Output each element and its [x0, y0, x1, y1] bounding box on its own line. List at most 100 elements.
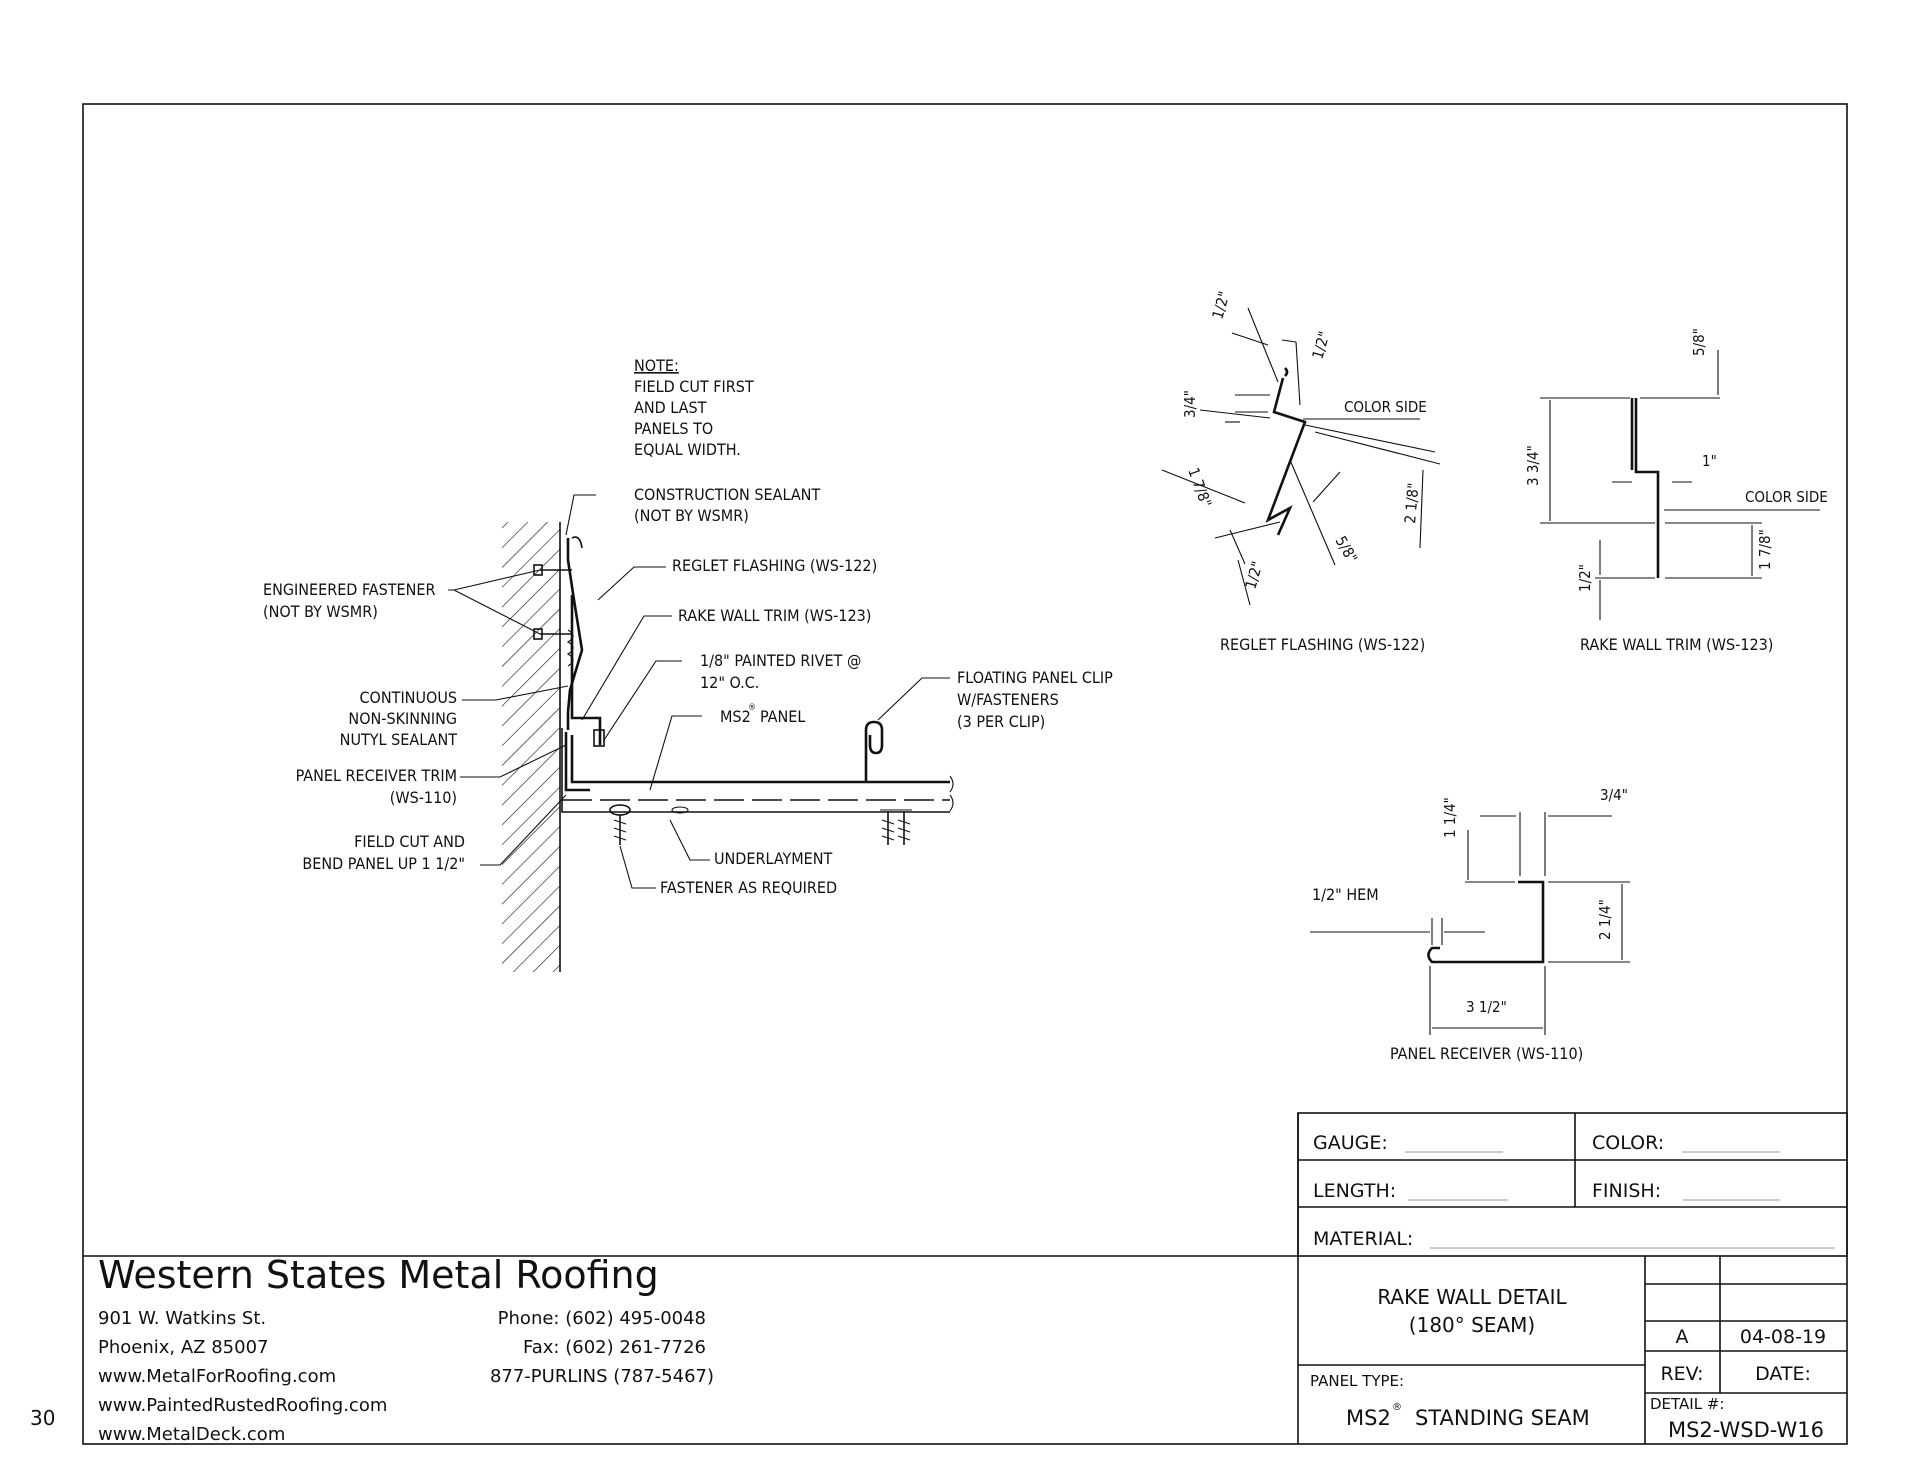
- label-engineered-fastener: ENGINEERED FASTENER: [263, 580, 436, 599]
- rake-dim-three-three-quarter: 3 3/4": [1524, 445, 1542, 486]
- label-panel-receiver-code: (WS-110): [390, 788, 457, 807]
- reglet-dim-two-eighth: 2 1/8": [1401, 482, 1422, 524]
- main-detail: NOTE: FIELD CUT FIRST AND LAST PANELS TO…: [263, 356, 1113, 972]
- reglet-dim-top-half: 1/2": [1209, 289, 1234, 321]
- reglet-dim-three-quarter: 3/4": [1181, 390, 1199, 418]
- label-engineered-fastener-note: (NOT BY WSMR): [263, 602, 378, 621]
- label-floating-clip-count: (3 PER CLIP): [957, 712, 1045, 731]
- label-fastener-required: FASTENER AS REQUIRED: [660, 878, 837, 897]
- label-floating-clip-fasteners: W/FASTENERS: [957, 690, 1059, 709]
- label-ms2-panel: MS2: [720, 707, 751, 726]
- note-line-4: EQUAL WIDTH.: [634, 440, 741, 459]
- panel-type-registered: ®: [1392, 1402, 1402, 1413]
- fastener-screw-3: [896, 809, 912, 845]
- fastener-screw-2: [880, 809, 896, 845]
- fields-block: GAUGE: COLOR: LENGTH: FINISH: MATERIAL:: [1297, 1112, 1848, 1257]
- receiver-hem: 1/2" HEM: [1312, 885, 1379, 904]
- sheet-border: [82, 103, 1848, 1445]
- label-ms2-panel-word: PANEL: [760, 707, 805, 726]
- label-reglet-flashing: REGLET FLASHING (WS-122): [672, 556, 877, 575]
- receiver-dim-one-quarter: 1 1/4": [1441, 797, 1459, 838]
- note-line-3: PANELS TO: [634, 419, 713, 438]
- label-sealant-type: NON-SKINNING: [348, 709, 457, 728]
- receiver-dim-three-half: 3 1/2": [1466, 998, 1507, 1016]
- note-line-1: FIELD CUT FIRST: [634, 377, 754, 396]
- reglet-color-side: COLOR SIDE: [1344, 398, 1427, 416]
- revision-value: A: [1676, 1326, 1689, 1348]
- company-block: Western States Metal Roofing 901 W. Watk…: [83, 1253, 1298, 1445]
- reglet-dim-one-seven-eighth: 1 7/8": [1184, 465, 1215, 509]
- label-rivet-spacing: 12" O.C.: [700, 673, 759, 692]
- rake-profile-title: RAKE WALL TRIM (WS-123): [1580, 635, 1773, 654]
- engineered-fastener-upper: [533, 564, 572, 576]
- receiver-profile-title: PANEL RECEIVER (WS-110): [1390, 1044, 1583, 1063]
- label-construction-sealant: CONSTRUCTION SEALANT: [634, 485, 820, 504]
- label-construction-sealant-note: (NOT BY WSMR): [634, 506, 749, 525]
- rake-dim-one-seven-eighth: 1 7/8": [1756, 529, 1774, 570]
- page-number: 30: [30, 1406, 55, 1430]
- company-address-1: 901 W. Watkins St.: [98, 1308, 266, 1329]
- label-rake-wall-trim: RAKE WALL TRIM (WS-123): [678, 606, 871, 625]
- reglet-profile: COLOR SIDE 1/2" 1/2" 3/4" 1 7/8" 2 1/8" …: [1161, 289, 1441, 654]
- fastener-screw-1: [609, 804, 631, 845]
- rake-wall-trim-shape: [570, 595, 602, 745]
- label-sealant: CONTINUOUS: [360, 688, 458, 707]
- company-tollfree: 877-PURLINS (787-5467): [490, 1366, 714, 1387]
- company-fax: Fax: (602) 261-7726: [523, 1337, 706, 1358]
- panel-receiver-shape: [564, 732, 590, 792]
- label-floating-clip: FLOATING PANEL CLIP: [957, 668, 1113, 687]
- panel-type-suffix: STANDING SEAM: [1415, 1406, 1590, 1430]
- company-web-1: www.MetalForRoofing.com: [98, 1366, 336, 1387]
- label-rivet: 1/8" PAINTED RIVET @: [700, 651, 861, 670]
- date-value: 04-08-19: [1740, 1326, 1826, 1348]
- reglet-profile-labels: COLOR SIDE 1/2" 1/2" 3/4" 1 7/8" 2 1/8" …: [1181, 289, 1427, 654]
- reglet-profile-shape: [1265, 377, 1307, 536]
- label-sealant-name: NUTYL SEALANT: [340, 730, 458, 749]
- field-color: COLOR:: [1592, 1132, 1664, 1154]
- panel-type-label: PANEL TYPE:: [1310, 1372, 1404, 1390]
- revision-label: REV:: [1660, 1363, 1703, 1385]
- reglet-dim-right-half: 1/2": [1309, 329, 1334, 361]
- date-label: DATE:: [1755, 1363, 1811, 1385]
- detail-number-label: DETAIL #:: [1650, 1395, 1724, 1413]
- rake-color-side: COLOR SIDE: [1745, 488, 1828, 506]
- rake-trim-profile-shape: [1634, 398, 1660, 578]
- company-name: Western States Metal Roofing: [98, 1253, 659, 1297]
- rake-trim-profile: COLOR SIDE 5/8" 3 3/4" 1" 1 7/8" 1/2" RA…: [1524, 328, 1828, 654]
- rake-dim-five-eighth: 5/8": [1690, 328, 1708, 356]
- field-length: LENGTH:: [1313, 1180, 1396, 1202]
- label-underlayment: UNDERLAYMENT: [714, 849, 833, 868]
- receiver-dim-two-quarter: 2 1/4": [1596, 899, 1614, 940]
- rake-dim-half: 1/2": [1576, 564, 1594, 592]
- main-detail-labels: NOTE: FIELD CUT FIRST AND LAST PANELS TO…: [263, 356, 1113, 897]
- receiver-profile-labels: 1/2" HEM 3/4" 1 1/4" 2 1/4" 3 1/2" PANEL…: [1312, 786, 1628, 1063]
- title-line-2: (180° SEAM): [1409, 1313, 1535, 1337]
- note-line-2: AND LAST: [634, 398, 707, 417]
- label-panel-receiver: PANEL RECEIVER TRIM: [296, 766, 457, 785]
- leaders: [448, 494, 950, 889]
- label-field-cut: FIELD CUT AND: [354, 832, 465, 851]
- field-finish: FINISH:: [1592, 1180, 1661, 1202]
- receiver-profile-shape: [1427, 880, 1545, 964]
- label-field-cut-bend: BEND PANEL UP 1 1/2": [302, 854, 465, 873]
- title-block: RAKE WALL DETAIL (180° SEAM) PANEL TYPE:…: [1297, 1113, 1847, 1444]
- reglet-flashing-shape: [566, 538, 584, 713]
- rake-trim-profile-labels: COLOR SIDE 5/8" 3 3/4" 1" 1 7/8" 1/2" RA…: [1524, 328, 1828, 654]
- field-material: MATERIAL:: [1313, 1228, 1413, 1250]
- receiver-dim-three-quarter: 3/4": [1600, 786, 1628, 804]
- company-web-3: www.MetalDeck.com: [98, 1424, 285, 1445]
- company-address-2: Phoenix, AZ 85007: [98, 1337, 268, 1358]
- reglet-dim-bottom-half: 1/2": [1242, 559, 1267, 591]
- field-gauge: GAUGE:: [1313, 1132, 1388, 1154]
- floating-clip-shape: [864, 720, 884, 782]
- detail-number: MS2-WSD-W16: [1668, 1418, 1824, 1442]
- company-phone: Phone: (602) 495-0048: [498, 1308, 706, 1329]
- label-ms2-registered: ®: [748, 703, 756, 713]
- note-title: NOTE:: [634, 356, 679, 375]
- ms2-panel-shape: [561, 728, 950, 813]
- reglet-dim-five-eighth: 5/8": [1332, 533, 1362, 566]
- panel-type-name: MS2: [1346, 1406, 1391, 1430]
- rake-dim-one: 1": [1702, 452, 1717, 470]
- wall-hatch: [502, 522, 560, 972]
